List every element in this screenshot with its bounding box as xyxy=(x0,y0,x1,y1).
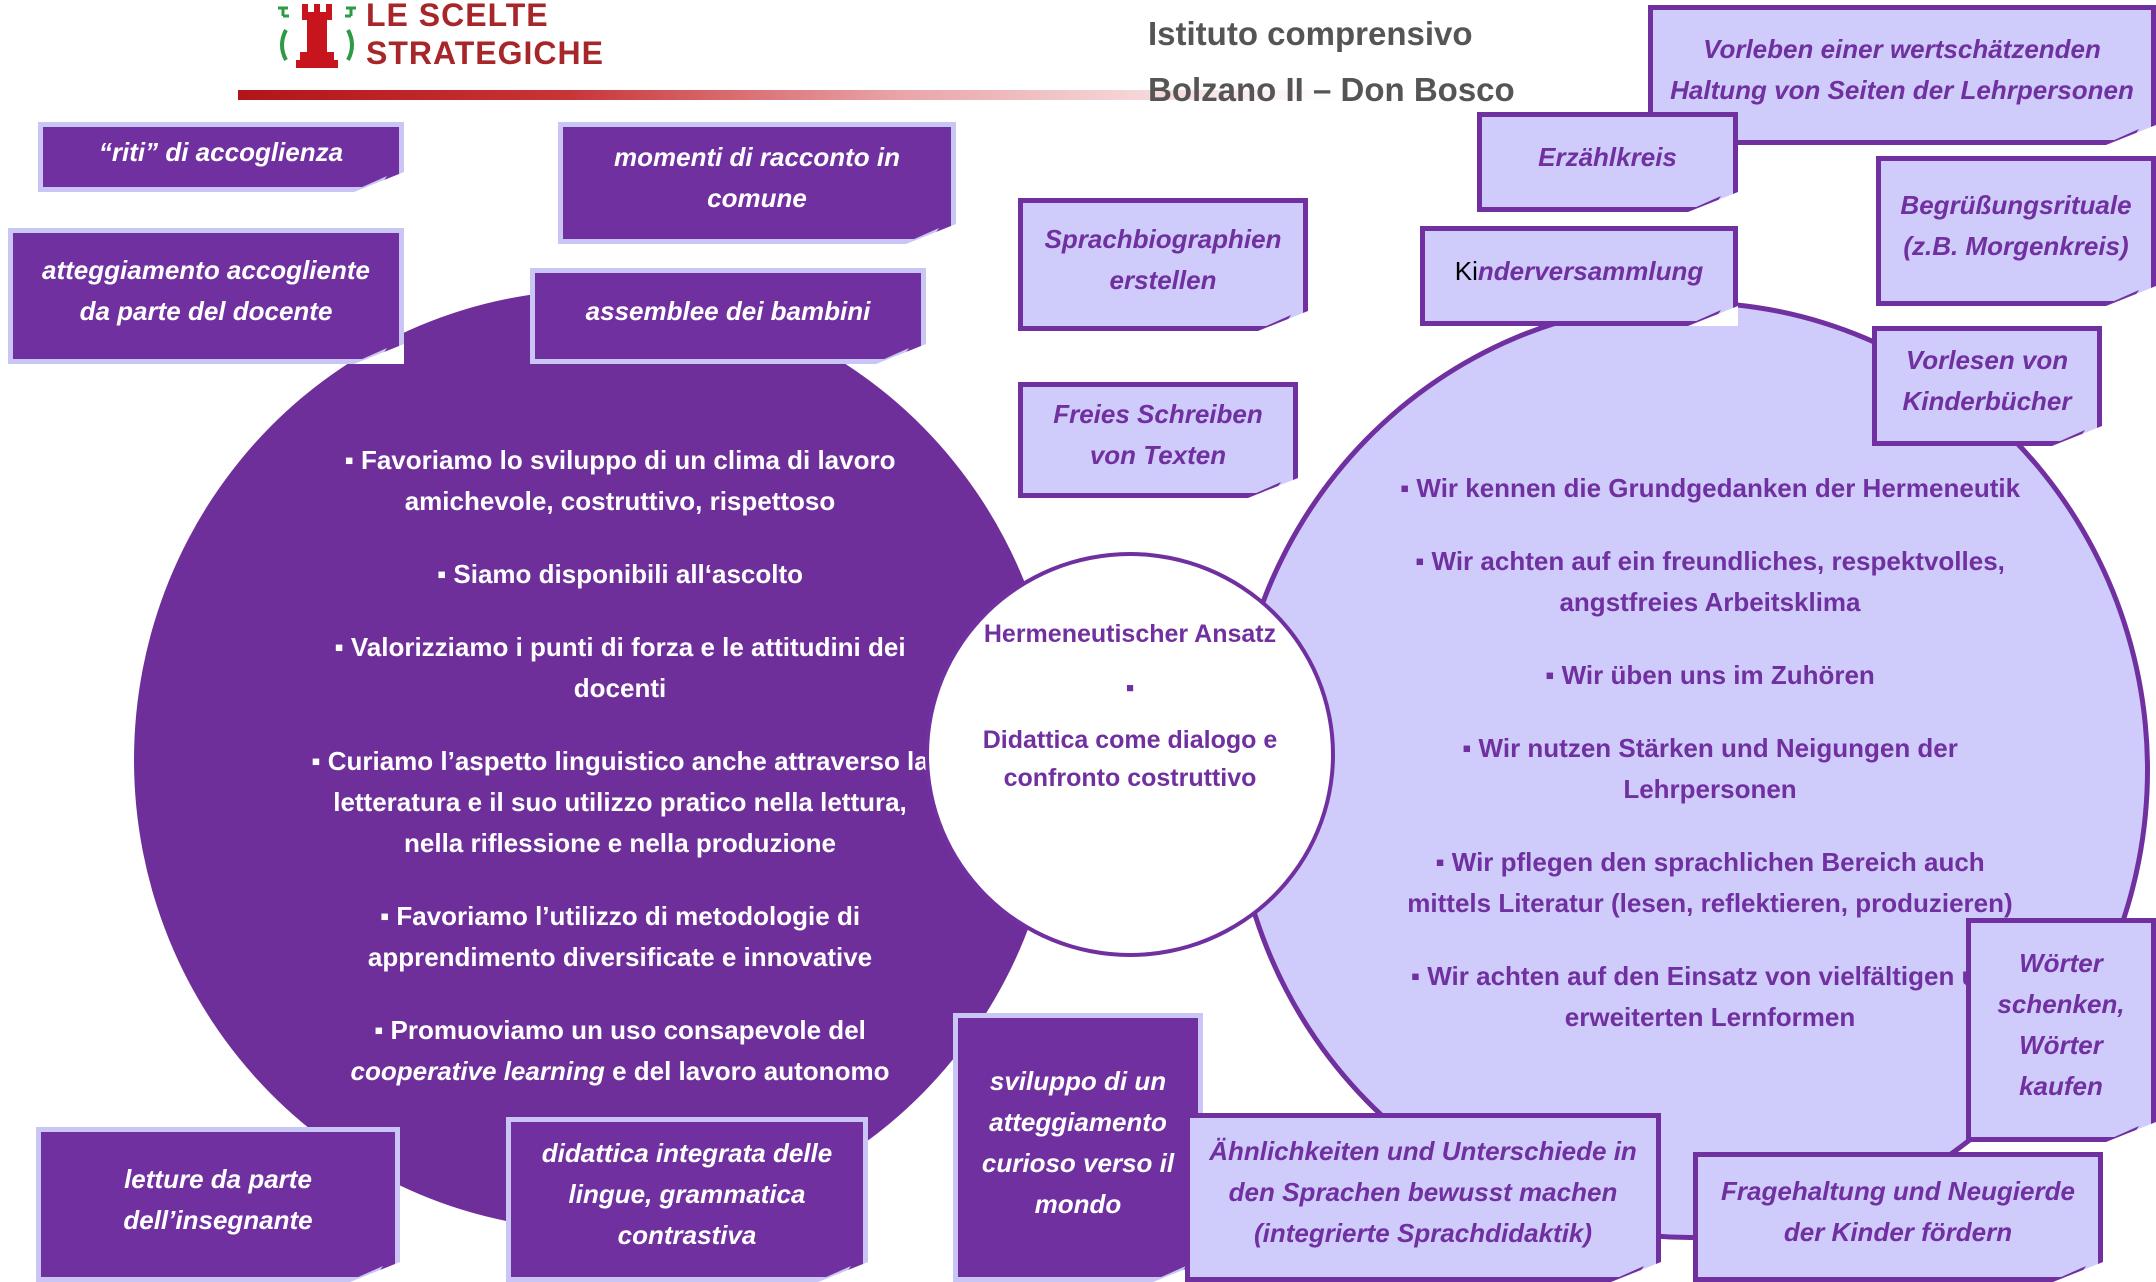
note-woerter: Wörter schenken, Wörter kaufen xyxy=(1966,918,2156,1142)
center-separator: ▪ xyxy=(1125,674,1135,702)
note-vorlesen: Vorlesen von Kinderbücher xyxy=(1872,326,2102,446)
note-fragehaltung: Fragehaltung und Neugierde der Kinder fö… xyxy=(1693,1152,2103,1282)
note-momenti: momenti di racconto in comune xyxy=(558,122,956,244)
center-subtitle: Didattica come dialogo e confronto costr… xyxy=(982,726,1278,792)
note-riti: “riti” di accoglienza xyxy=(38,122,404,192)
bullet-item: ▪ Wir achten auf den Einsatz von vielfäl… xyxy=(1410,961,2010,1032)
logo xyxy=(272,0,362,70)
center-title: Hermeneutischer Ansatz xyxy=(983,620,1277,648)
note-assemblee: assemblee dei bambini xyxy=(530,268,926,364)
note-erzaehlkreis: Erzählkreis xyxy=(1477,112,1738,212)
note-sviluppo: sviluppo di un atteggiamento curioso ver… xyxy=(953,1013,1203,1282)
german-bullet-list: ▪ Wir kennen die Grundgedanken der Herme… xyxy=(1390,468,2030,1070)
note-sprachbiographien: Sprachbiographien erstellen xyxy=(1018,198,1308,331)
header-divider xyxy=(238,90,1338,100)
bullet-item: ▪ Wir kennen die Grundgedanken der Herme… xyxy=(1399,473,2021,503)
bullet-item: ▪ Wir pflegen den sprachlichen Bereich a… xyxy=(1407,847,2013,918)
bullet-item: ▪ Wir üben uns im Zuhören xyxy=(1545,660,1875,690)
note-begruessungsrituale: Begrüßungsrituale (z.B. Morgenkreis) xyxy=(1876,156,2156,306)
institute-name: Istituto comprensivo Bolzano II – Don Bo… xyxy=(1148,15,1515,108)
note-atteggiamento: atteggiamento accogliente da parte del d… xyxy=(8,228,404,364)
chess-rook-logo-icon xyxy=(278,4,356,68)
italian-circle xyxy=(134,290,1059,1230)
center-text: Hermeneutischer Ansatz ▪ Didattica come … xyxy=(975,615,1285,797)
bullet-item: ▪ Favoriamo lo sviluppo di un clima di l… xyxy=(344,445,896,516)
center-circle xyxy=(925,552,1335,957)
note-kinderversammlung: Kinderversammlung xyxy=(1420,226,1738,326)
bullet-item: ▪ Promuoviamo un uso consapevole del coo… xyxy=(350,1015,890,1086)
bullet-item: ▪ Favoriamo l’utilizzo di metodologie di… xyxy=(367,901,873,972)
note-freies-schreiben: Freies Schreiben von Texten xyxy=(1018,382,1298,498)
bullet-item: ▪ Wir nutzen Stärken und Neigungen der L… xyxy=(1462,733,1958,804)
logo-text: LE SCELTE STRATEGICHE xyxy=(366,0,604,71)
bullet-item: ▪ Siamo disponibili all‘ascolto xyxy=(436,559,804,589)
bullet-item: ▪ Wir achten auf ein freundliches, respe… xyxy=(1415,546,2005,617)
italian-bullet-list: ▪ Favoriamo lo sviluppo di un clima di l… xyxy=(300,440,940,1124)
note-aehnlichkeiten: Ähnlichkeiten und Unterschiede in den Sp… xyxy=(1185,1113,1661,1282)
note-didattica: didattica integrata delle lingue, gramma… xyxy=(506,1117,868,1282)
note-letture: letture da parte dell’insegnante xyxy=(36,1127,400,1282)
bullet-item: ▪ Curiamo l’aspetto linguistico anche at… xyxy=(311,746,929,858)
bullet-item: ▪ Valorizziamo i punti di forza e le att… xyxy=(334,632,906,703)
